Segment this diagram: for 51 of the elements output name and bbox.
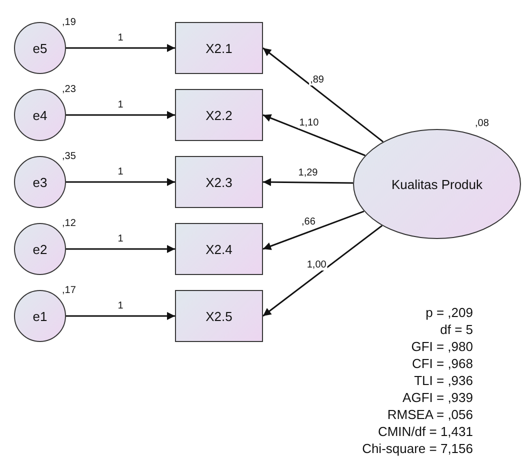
variance-label: ,35 — [62, 151, 76, 163]
arrow — [262, 225, 383, 317]
fit-statistic: p = ,209 — [424, 304, 473, 321]
arrow — [66, 312, 175, 320]
fit-statistic: GFI = ,980 — [410, 338, 473, 355]
node-label: X2.4 — [206, 242, 232, 256]
node-label: e4 — [32, 108, 48, 122]
fit-statistic: AGFI = ,939 — [402, 389, 473, 406]
arrow — [66, 111, 175, 119]
edge-label: ,89 — [309, 74, 325, 86]
indicator-box — [175, 22, 263, 74]
node-label: X2.2 — [206, 108, 232, 122]
indicator-box — [175, 89, 263, 141]
fit-statistic: df = 5 — [439, 321, 473, 338]
fit-statistic: CMIN/df = 1,431 — [376, 423, 473, 440]
node-label: e2 — [32, 242, 48, 256]
arrow — [262, 114, 366, 156]
variance-label: ,19 — [62, 17, 76, 29]
fit-statistic: TLI = ,936 — [413, 372, 473, 389]
indicator-box — [175, 223, 263, 275]
fit-statistic: Chi-square = 7,156 — [362, 440, 473, 457]
variance-label: ,12 — [62, 218, 76, 230]
edge-label: 1 — [116, 100, 124, 110]
edge-label: 1 — [116, 300, 124, 312]
node-label: e1 — [32, 308, 48, 324]
node-label: X2.5 — [206, 308, 232, 324]
node-label: X2.1 — [206, 40, 232, 56]
fit-statistic: RMSEA = ,056 — [386, 406, 473, 423]
fit-statistic: CFI = ,968 — [410, 355, 473, 372]
edge-label: 1 — [116, 234, 124, 244]
node-label: Kualitas Produk — [391, 176, 483, 192]
variance-label: ,17 — [62, 285, 76, 297]
indicator-box — [175, 156, 263, 208]
edge-label: 1 — [116, 166, 124, 178]
arrow — [66, 245, 175, 253]
arrow — [263, 178, 353, 186]
node-label: X2.3 — [206, 174, 232, 190]
arrow — [66, 178, 175, 186]
variance-label: ,23 — [62, 84, 76, 96]
edge-label: 1,29 — [297, 167, 319, 178]
edge-label: 1,10 — [298, 118, 320, 129]
arrow — [66, 44, 175, 52]
node-label: e3 — [32, 174, 48, 190]
arrow — [262, 210, 364, 250]
indicator-box — [175, 290, 263, 342]
edge-label: ,66 — [300, 216, 316, 228]
arrow — [262, 47, 384, 142]
variance-label: ,08 — [475, 118, 489, 130]
edge-label: 1 — [116, 32, 124, 44]
edge-label: 1,00 — [306, 260, 328, 271]
node-label: e5 — [32, 40, 48, 56]
